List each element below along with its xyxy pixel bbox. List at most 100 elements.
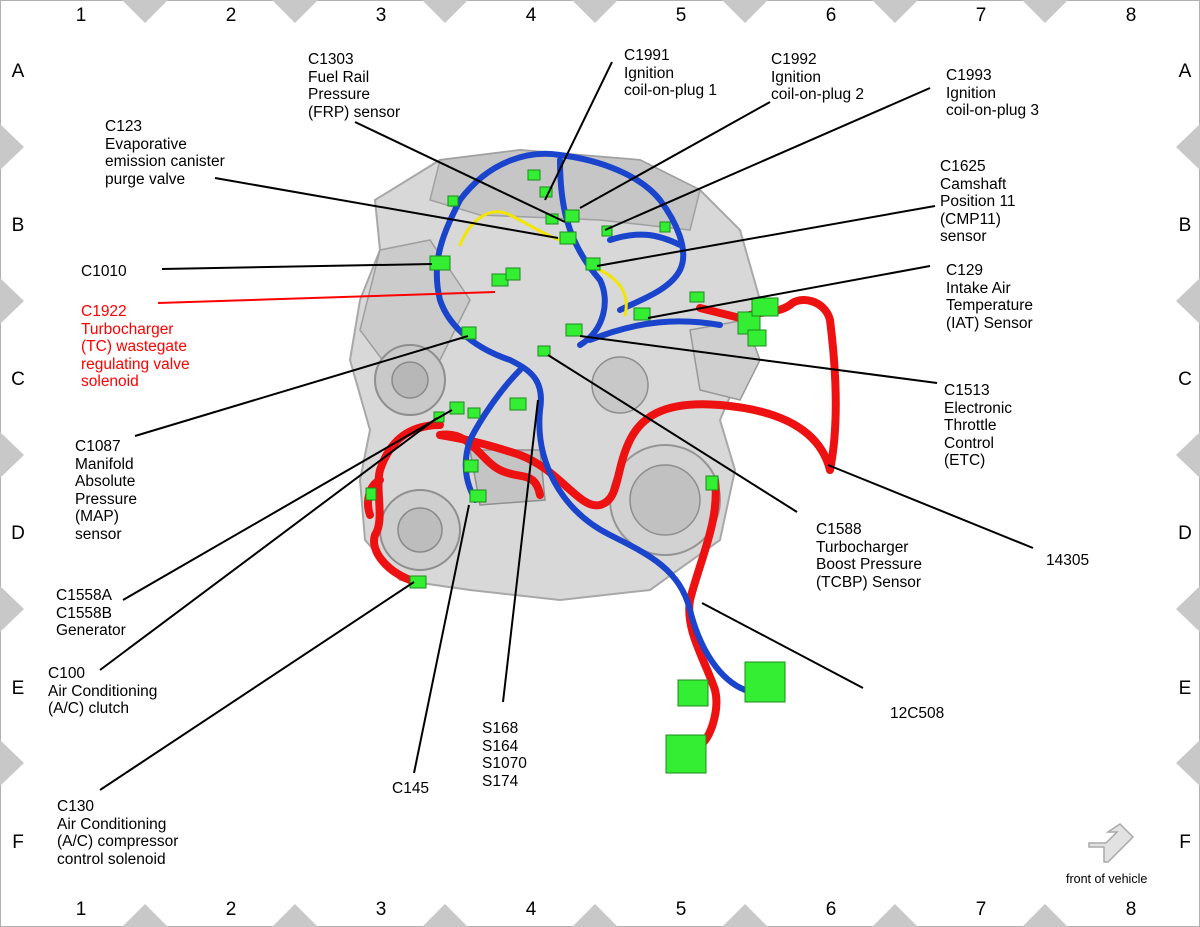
grid-col-label: 1 — [75, 5, 87, 26]
leader-c1992 — [579, 101, 771, 209]
engine-block — [348, 148, 762, 602]
label-c129: C129 Intake Air Temperature (IAT) Sensor — [946, 262, 1034, 332]
label-c1558: C1558A C1558B Generator — [56, 587, 126, 639]
connector — [665, 734, 707, 774]
leader-c1588 — [547, 354, 798, 513]
grid-col-label: 8 — [1125, 899, 1137, 920]
grid-row-label: C — [1178, 369, 1192, 390]
grid-marker — [1176, 432, 1200, 478]
grid-col-label: 5 — [675, 899, 687, 920]
grid-col-label: 6 — [825, 5, 837, 26]
harness-blue-branch — [433, 197, 544, 413]
harness-blue — [433, 150, 748, 693]
label-c1625: C1625 Camshaft Position 11 (CMP11) senso… — [940, 158, 1016, 245]
leader-12c508 — [701, 602, 864, 689]
front-of-vehicle-label: front of vehicle — [1066, 872, 1148, 886]
grid-marker — [0, 586, 24, 632]
label-c1991: C1991 Ignition coil-on-plug 1 — [624, 47, 718, 99]
grid-marker — [872, 0, 918, 23]
connector — [537, 345, 551, 357]
grid-row-label: E — [11, 678, 25, 699]
grid-marker — [272, 0, 318, 23]
connector — [447, 195, 459, 207]
grid-marker — [1022, 904, 1068, 927]
grid-col-label: 4 — [525, 899, 537, 920]
grid-marker — [0, 124, 24, 170]
grid-row-label: E — [1178, 678, 1192, 699]
grid-marker — [122, 0, 168, 23]
grid-row-label: D — [1178, 523, 1192, 544]
label-12c508: 12C508 — [890, 705, 945, 722]
leader-c100 — [99, 417, 438, 671]
grid-col-label: 2 — [225, 5, 237, 26]
harness-blue-branch — [587, 318, 723, 343]
harness-blue-branch — [462, 367, 523, 503]
leader-c1625 — [596, 205, 936, 267]
leader-c145 — [413, 504, 470, 774]
connector — [365, 487, 377, 501]
grid-marker — [1176, 124, 1200, 170]
connector — [744, 661, 786, 703]
harness-red-branch — [436, 430, 544, 499]
leader-lines — [99, 61, 1034, 791]
leader-c1303 — [354, 121, 566, 223]
grid-col-label: 3 — [375, 5, 387, 26]
leader-c1922 — [157, 291, 496, 304]
harness-red-branch — [685, 476, 721, 749]
label-c1087: C1087 Manifold Absolute Pressure (MAP) s… — [75, 438, 138, 543]
grid-row-label: A — [11, 61, 25, 82]
grid-row-label: F — [1179, 832, 1191, 853]
harness-red-branch — [370, 421, 444, 584]
label-c1993: C1993 Ignition coil-on-plug 3 — [946, 67, 1040, 119]
connector — [559, 231, 577, 245]
grid-marker — [422, 904, 468, 927]
grid-marker — [0, 432, 24, 478]
leader-c1513 — [579, 335, 938, 384]
grid-marker — [122, 904, 168, 927]
harness-red-branch — [436, 400, 834, 510]
front-of-vehicle-arrow-icon — [1088, 823, 1135, 863]
connector — [601, 225, 613, 237]
label-c130: C130 Air Conditioning (A/C) compressor c… — [57, 798, 179, 868]
grid-row-label: B — [1178, 215, 1192, 236]
connector — [659, 221, 671, 233]
leader-c129 — [647, 265, 931, 319]
grid-col-label: 7 — [975, 899, 987, 920]
leader-c130 — [99, 581, 415, 791]
connector — [705, 475, 719, 491]
connector — [429, 255, 451, 271]
grid-row-label: A — [1178, 61, 1192, 82]
leader-c1993 — [604, 87, 931, 231]
label-c1588: C1588 Turbocharger Boost Pressure (TCBP)… — [816, 521, 922, 591]
leader-splices — [502, 399, 539, 703]
grid-marker — [572, 0, 618, 23]
connectors — [365, 169, 786, 774]
harness-blue-branch — [457, 150, 687, 313]
leader-c1991 — [544, 61, 613, 201]
connector — [751, 297, 779, 317]
grid-marker — [0, 278, 24, 324]
grid-marker — [0, 740, 24, 786]
connector — [409, 575, 427, 589]
label-c1010: C1010 — [81, 263, 127, 280]
connector — [677, 679, 709, 707]
grid-col-label: 6 — [825, 899, 837, 920]
grid-col-label: 8 — [1125, 5, 1137, 26]
grid-row-label: D — [11, 523, 25, 544]
grid-row-label: F — [12, 832, 24, 853]
harness-yellow-wire — [598, 268, 628, 317]
connector — [633, 307, 651, 321]
label-c1922: C1922 Turbocharger (TC) wastegate regula… — [81, 303, 190, 390]
label-c123: C123 Evaporative emission canister purge… — [105, 118, 225, 188]
leader-c1087 — [134, 335, 469, 437]
connector — [463, 459, 479, 473]
grid-marker — [872, 904, 918, 927]
grid-marker — [722, 904, 768, 927]
grid-row-label: B — [11, 215, 25, 236]
harness-yellow-wire — [458, 210, 562, 247]
leader-c1010 — [161, 263, 433, 270]
label-c1992: C1992 Ignition coil-on-plug 2 — [771, 51, 865, 103]
leader-c1558 — [122, 409, 453, 601]
